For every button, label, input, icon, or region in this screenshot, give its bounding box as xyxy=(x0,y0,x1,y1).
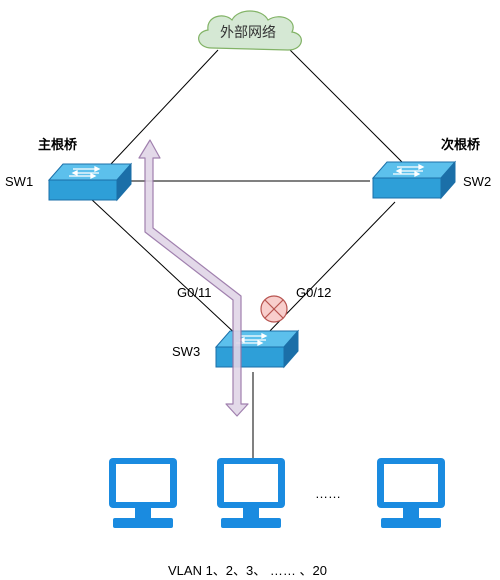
sw2-name-label: SW2 xyxy=(463,174,491,189)
port-g012-label: G0/12 xyxy=(296,285,331,300)
links xyxy=(89,44,406,458)
switch-sw3[interactable] xyxy=(215,330,299,368)
sw2-role-label: 次根桥 xyxy=(441,137,481,152)
pc-1[interactable] xyxy=(109,458,177,528)
pc-2[interactable] xyxy=(217,458,285,528)
traffic-path-arrow xyxy=(138,139,249,417)
switch-sw2[interactable] xyxy=(372,161,456,199)
sw1-name-label: SW1 xyxy=(5,174,33,189)
blocked-port-icon xyxy=(260,295,288,323)
link-cloud-sw1 xyxy=(109,49,219,166)
link-sw1-sw3 xyxy=(89,197,241,339)
port-g011-label: G0/11 xyxy=(177,285,211,300)
switch-sw1[interactable] xyxy=(48,163,132,201)
pc-3[interactable] xyxy=(377,458,445,528)
vlan-caption: VLAN 1、2、3、 …… 、20 xyxy=(168,563,327,578)
sw3-name-label: SW3 xyxy=(172,344,200,359)
external-network-cloud: 外部网络 xyxy=(198,10,302,51)
cloud-label: 外部网络 xyxy=(220,24,276,40)
link-cloud-sw2 xyxy=(284,44,406,166)
sw1-role-label: 主根桥 xyxy=(38,137,78,152)
pc-ellipsis: …… xyxy=(315,486,341,501)
